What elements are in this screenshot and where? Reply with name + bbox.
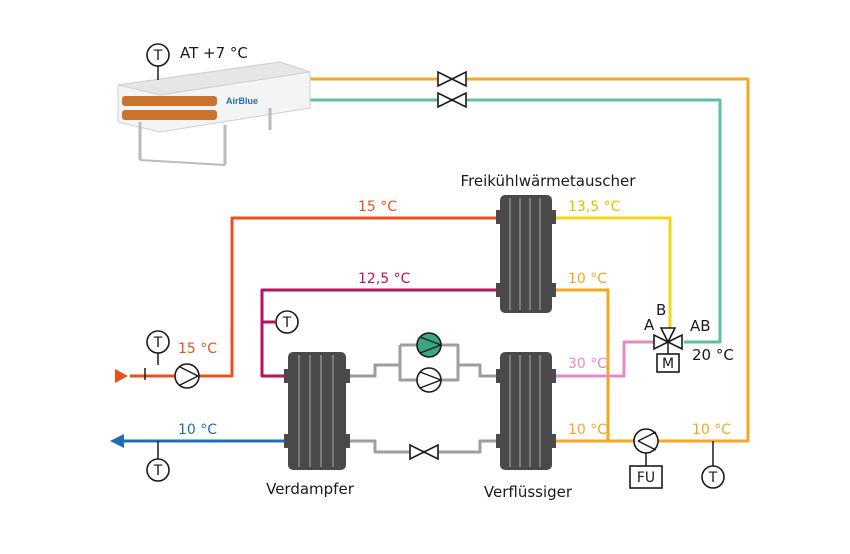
svg-text:T: T — [708, 470, 718, 486]
pipe-fc-to-condenser — [552, 288, 610, 441]
pipe-fc-out — [552, 216, 672, 330]
brand-logo: AirBlue — [226, 96, 258, 106]
evaporator — [284, 352, 350, 470]
evaporator-label: Verdampfer — [266, 480, 355, 498]
pipe-condenser-out — [552, 340, 654, 378]
temperature-sensor-inlet: T — [146, 330, 170, 365]
temperature-sensor-evaporator: T — [275, 310, 299, 334]
valve-port-a: A — [644, 316, 655, 334]
valve-port-ab: AB — [690, 317, 711, 335]
pipe-outdoor-supply — [305, 77, 750, 443]
outlet-arrow-icon — [110, 434, 124, 448]
pipe-outdoor-return — [305, 98, 722, 344]
outdoor-unit: AirBlue — [117, 61, 311, 166]
frequency-converter: FU — [629, 465, 663, 489]
valve-motor — [656, 353, 680, 373]
outdoor-temperature-label: AT +7 °C — [180, 44, 248, 62]
svg-text:T: T — [282, 315, 292, 331]
three-way-valve[interactable]: M — [653, 327, 683, 373]
temperature-sensor-outdoor: T — [146, 43, 170, 80]
condenser — [496, 352, 556, 470]
valve-port-b: B — [656, 301, 666, 319]
temp-after-freecooling: 12,5 °C — [358, 271, 411, 287]
temp-condenser-bottom: 10 °C — [568, 422, 607, 438]
pipe-after-freecooling — [260, 288, 500, 378]
pump-outdoor[interactable] — [633, 428, 659, 454]
temp-fc-out-top: 13,5 °C — [568, 199, 621, 215]
expansion-valve[interactable] — [409, 443, 439, 461]
temp-condenser-top: 30 °C — [568, 356, 607, 372]
freecooling-hx-label: Freikühlwärmetauscher — [461, 172, 637, 190]
temp-outdoor-return: 10 °C — [692, 422, 731, 438]
valve-outdoor-supply[interactable] — [437, 70, 467, 88]
temp-inlet: 15 °C — [178, 341, 217, 357]
svg-text:T: T — [153, 48, 163, 64]
valve-outdoor-return[interactable] — [437, 91, 467, 109]
condenser-label: Verflüssiger — [484, 483, 573, 501]
temp-warm-return: 15 °C — [358, 199, 397, 215]
svg-text:M: M — [662, 356, 674, 372]
temp-supply-out: 10 °C — [178, 422, 217, 438]
svg-text:T: T — [153, 463, 163, 479]
pipe-refrigerant-top — [346, 363, 400, 378]
pump-inlet[interactable] — [174, 363, 200, 389]
temp-valve-ab: 20 °C — [692, 346, 734, 364]
freecooling-heat-exchanger — [496, 195, 556, 313]
pipe-refrigerant-bottom — [346, 439, 500, 454]
compressor-standby[interactable] — [416, 367, 442, 393]
svg-text:FU: FU — [637, 470, 655, 486]
coil-pipe — [122, 96, 217, 106]
temperature-sensor-outdoor-return: T — [701, 441, 725, 489]
temp-fc-out-bottom: 10 °C — [568, 271, 607, 287]
inlet-arrow-icon — [115, 369, 128, 383]
svg-text:T: T — [153, 335, 163, 351]
temperature-sensor-supply: T — [146, 441, 170, 482]
compressor-active[interactable] — [416, 332, 442, 358]
pipe-refrigerant-top-right — [458, 363, 500, 378]
